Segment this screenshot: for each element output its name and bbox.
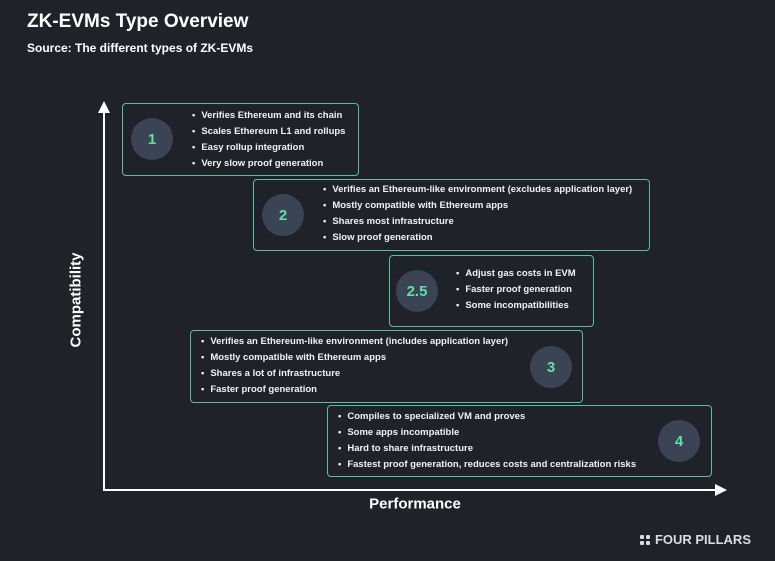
type-3-box: Verifies an Ethereum-like environment (i… xyxy=(190,330,583,403)
list-item: Verifies an Ethereum-like environment (i… xyxy=(201,334,508,350)
type-4-items: Compiles to specialized VM and proves So… xyxy=(338,409,636,473)
list-item: Hard to share infrastructure xyxy=(338,441,636,457)
y-axis-arrowhead xyxy=(98,101,110,113)
list-item: Faster proof generation xyxy=(201,382,508,398)
list-item: Mostly compatible with Ethereum apps xyxy=(201,350,508,366)
y-axis-label: Compatibility xyxy=(67,252,85,348)
page-title: ZK-EVMs Type Overview xyxy=(27,11,249,32)
type-3-items: Verifies an Ethereum-like environment (i… xyxy=(201,334,508,398)
list-item: Scales Ethereum L1 and rollups xyxy=(192,124,345,140)
type-badge: 2.5 xyxy=(396,270,438,312)
page-subtitle: Source: The different types of ZK-EVMs xyxy=(27,41,254,55)
type-badge: 1 xyxy=(131,118,173,160)
list-item: Verifies an Ethereum-like environment (e… xyxy=(323,182,632,198)
four-pillars-icon xyxy=(639,534,650,545)
list-item: Faster proof generation xyxy=(456,282,576,298)
list-item: Very slow proof generation xyxy=(192,156,345,172)
x-axis-arrowhead xyxy=(715,484,727,496)
list-item: Some apps incompatible xyxy=(338,425,636,441)
brand-logo: FOUR PILLARS xyxy=(639,532,751,547)
type-1-items: Verifies Ethereum and its chain Scales E… xyxy=(192,108,345,172)
x-axis-label: Performance xyxy=(369,495,461,513)
type-badge: 2 xyxy=(262,194,304,236)
list-item: Shares a lot of infrastructure xyxy=(201,366,508,382)
list-item: Shares most infrastructure xyxy=(323,214,632,230)
brand-name: FOUR PILLARS xyxy=(654,532,751,547)
list-item: Verifies Ethereum and its chain xyxy=(192,108,345,124)
type-2-5-items: Adjust gas costs in EVM Faster proof gen… xyxy=(456,266,576,314)
type-badge: 4 xyxy=(658,420,700,462)
type-badge: 3 xyxy=(530,346,572,388)
type-2-items: Verifies an Ethereum-like environment (e… xyxy=(323,182,632,246)
type-2-5-box: 2.5 Adjust gas costs in EVM Faster proof… xyxy=(389,255,594,327)
list-item: Fastest proof generation, reduces costs … xyxy=(338,457,636,473)
list-item: Easy rollup integration xyxy=(192,140,345,156)
type-4-box: Compiles to specialized VM and proves So… xyxy=(327,405,712,477)
list-item: Compiles to specialized VM and proves xyxy=(338,409,636,425)
list-item: Mostly compatible with Ethereum apps xyxy=(323,198,632,214)
type-1-box: 1 Verifies Ethereum and its chain Scales… xyxy=(122,103,359,176)
list-item: Slow proof generation xyxy=(323,230,632,246)
list-item: Some incompatibilities xyxy=(456,298,576,314)
list-item: Adjust gas costs in EVM xyxy=(456,266,575,282)
type-2-box: 2 Verifies an Ethereum-like environment … xyxy=(253,179,650,251)
